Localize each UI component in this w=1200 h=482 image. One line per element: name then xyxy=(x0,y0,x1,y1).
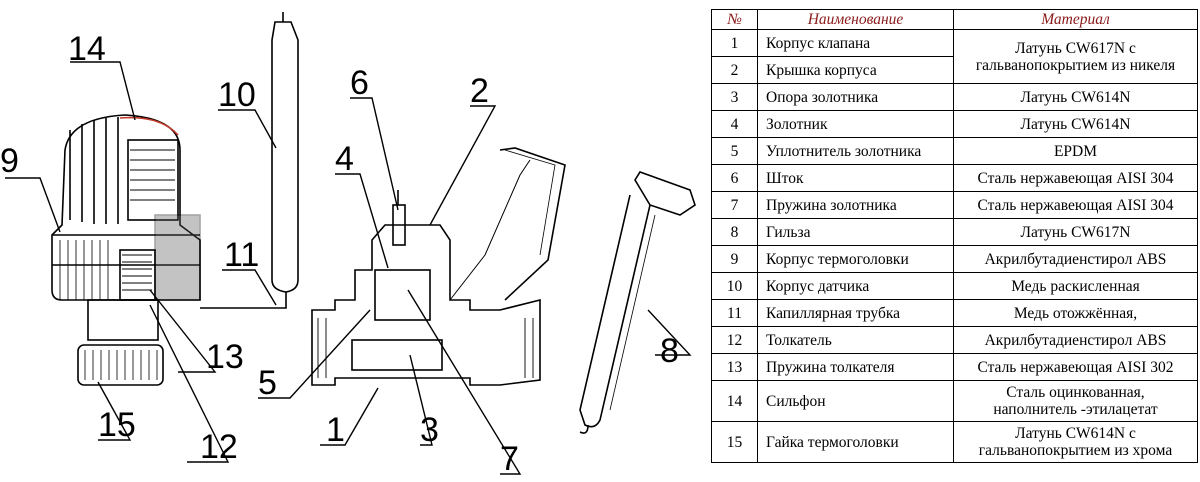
row-material: Сталь нержавеющая AISI 304 xyxy=(953,164,1198,192)
table-row: 15 Гайка термоголовки Латунь CW614N с га… xyxy=(711,421,1198,463)
table-row: 14 Сильфон Сталь оцинкованная, наполните… xyxy=(711,380,1198,422)
callout-labels: 14 9 10 11 13 12 15 6 4 2 5 1 3 7 8 xyxy=(0,30,679,478)
row-number: 11 xyxy=(711,299,758,327)
valve-body xyxy=(311,147,566,386)
row-number: 15 xyxy=(711,421,758,463)
row-number: 8 xyxy=(711,218,758,246)
callout-2: 2 xyxy=(470,72,489,110)
callout-3: 3 xyxy=(420,411,439,449)
row-material: Латунь CW614N xyxy=(953,83,1198,111)
table-row: 13 Пружина толкателя Сталь нержавеющая A… xyxy=(711,353,1198,381)
row-material: Акрилбутадиенстирол ABS xyxy=(953,326,1198,354)
row-number: 13 xyxy=(711,353,758,381)
material-line: Латунь CW614N с xyxy=(1015,425,1136,442)
table-header-row: № Наименование Материал xyxy=(711,9,1198,30)
row-number: 7 xyxy=(711,191,758,219)
row-name: Пружина золотника xyxy=(757,191,954,219)
callout-1: 1 xyxy=(326,411,345,449)
material-line: наполнитель -этилацетат xyxy=(993,401,1158,418)
callout-15: 15 xyxy=(98,406,136,444)
row-name: Опора золотника xyxy=(757,83,954,111)
row-name: Уплотнитель золотника xyxy=(757,137,954,165)
thermostatic-head xyxy=(51,114,201,386)
header-number: № xyxy=(711,9,758,30)
row-number: 5 xyxy=(711,137,758,165)
table-row: 1 Корпус клапана Латунь CW617N с гальван… xyxy=(711,29,1198,84)
material-line: гальванопокрытием из никеля xyxy=(975,56,1176,74)
row-material: Акрилбутадиенстирол ABS xyxy=(953,245,1198,273)
row-name: Гайка термоголовки xyxy=(757,421,954,463)
table-row: 11 Капиллярная трубка Медь отожжённая, xyxy=(711,299,1198,327)
table-row: 12 Толкатель Акрилбутадиенстирол ABS xyxy=(711,326,1198,354)
row-material: Сталь нержавеющая AISI 304 xyxy=(953,191,1198,219)
callout-13: 13 xyxy=(206,338,244,376)
row-name: Гильза xyxy=(757,218,954,246)
row-number: 9 xyxy=(711,245,758,273)
row-material: Сталь оцинкованная, наполнитель -этилаце… xyxy=(953,380,1198,422)
table-row: 6 Шток Сталь нержавеющая AISI 304 xyxy=(711,164,1198,192)
row-number: 14 xyxy=(711,380,758,422)
callout-12: 12 xyxy=(200,428,238,466)
table-row: 3 Опора золотника Латунь CW614N xyxy=(711,83,1198,111)
table-row: 9 Корпус термоголовки Акрилбутадиенстиро… xyxy=(711,245,1198,273)
callout-8: 8 xyxy=(660,332,679,370)
material-line: Латунь CW617N с xyxy=(1015,39,1136,57)
parts-table-container: № Наименование Материал 1 Корпус клапана… xyxy=(711,9,1198,463)
row-name: Золотник xyxy=(757,110,954,138)
row-material: Медь раскисленная xyxy=(953,272,1198,300)
row-name: Толкатель xyxy=(757,326,954,354)
row-material: EPDM xyxy=(953,137,1198,165)
row-number: 12 xyxy=(711,326,758,354)
row-material: Латунь CW614N с гальванопокрытием из хро… xyxy=(953,421,1198,463)
parts-table: № Наименование Материал 1 Корпус клапана… xyxy=(711,9,1198,463)
callout-10: 10 xyxy=(218,76,256,114)
table-row: 10 Корпус датчика Медь раскисленная xyxy=(711,272,1198,300)
assembly-drawing: 14 9 10 11 13 12 15 6 4 2 5 1 3 7 8 xyxy=(0,12,696,478)
row-name: Пружина толкателя xyxy=(757,353,954,381)
header-name: Наименование xyxy=(757,9,954,30)
row-name: Корпус термоголовки xyxy=(757,245,954,273)
table-row: 4 Золотник Латунь CW614N xyxy=(711,110,1198,138)
callout-5: 5 xyxy=(258,364,277,402)
callout-6: 6 xyxy=(350,64,369,102)
row-material: Сталь нержавеющая AISI 302 xyxy=(953,353,1198,381)
row-name: Крышка корпуса xyxy=(757,56,954,84)
row-number: 3 xyxy=(711,83,758,111)
row-material-merged: Латунь CW617N с гальванопокрытием из ник… xyxy=(953,29,1198,84)
remote-sensor xyxy=(200,12,299,309)
leader-lines xyxy=(5,61,692,475)
callout-14: 14 xyxy=(68,30,106,68)
row-number: 4 xyxy=(711,110,758,138)
header-material: Материал xyxy=(953,9,1198,30)
row-material: Латунь CW614N xyxy=(953,110,1198,138)
row-number: 6 xyxy=(711,164,758,192)
row-material: Медь отожжённая, xyxy=(953,299,1198,327)
callout-4: 4 xyxy=(335,140,354,178)
row-name: Корпус клапана xyxy=(757,29,954,57)
row-number: 10 xyxy=(711,272,758,300)
row-name: Сильфон xyxy=(757,380,954,422)
row-name: Капиллярная трубка xyxy=(757,299,954,327)
table-row: 7 Пружина золотника Сталь нержавеющая AI… xyxy=(711,191,1198,219)
table-row: 2 Крышка корпуса xyxy=(711,56,1198,84)
table-row: 5 Уплотнитель золотника EPDM xyxy=(711,137,1198,165)
callout-11: 11 xyxy=(224,236,259,274)
row-number: 2 xyxy=(711,56,758,84)
row-name: Корпус датчика xyxy=(757,272,954,300)
callout-7: 7 xyxy=(500,440,519,478)
assembly-diagram: 14 9 10 11 13 12 15 6 4 2 5 1 3 7 8 xyxy=(0,12,696,478)
row-name: Шток xyxy=(757,164,954,192)
row-material: Латунь CW617N xyxy=(953,218,1198,246)
material-line: Сталь оцинкованная, xyxy=(1006,384,1145,401)
callout-9: 9 xyxy=(0,142,19,180)
material-line: гальванопокрытием из хрома xyxy=(978,442,1173,459)
sleeve xyxy=(579,171,696,434)
table-row: 8 Гильза Латунь CW617N xyxy=(711,218,1198,246)
row-number: 1 xyxy=(711,29,758,57)
